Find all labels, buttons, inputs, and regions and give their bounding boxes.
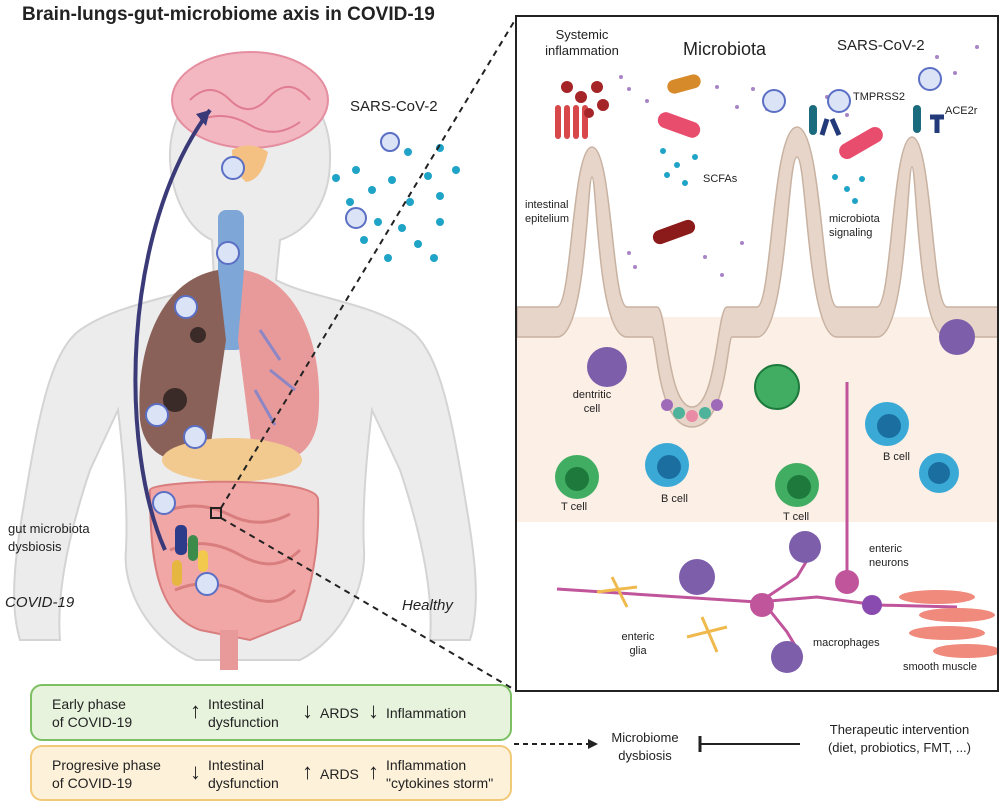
virus-particles-panel [762, 67, 942, 113]
therapeutic-intervention-line1: Therapeutic intervention [829, 722, 970, 737]
progressive-phase-title-line2: of COVID-19 [52, 775, 133, 791]
progressive-inflammation-arrow: ↑ [368, 759, 379, 784]
intestinal-epitelium-label-line1: intestinal [525, 199, 569, 211]
body-illustration [13, 51, 477, 670]
early-phase-title-line2: of COVID-19 [52, 714, 133, 730]
droplets [332, 144, 460, 262]
gut-dysbiosis-label-line2: dysbiosis [8, 539, 62, 554]
early-intestinal-line2: dysfunction [208, 714, 279, 730]
lung-healthy [238, 270, 320, 460]
enteric-neurons-label-line2: neurons [869, 557, 909, 569]
systemic-inflammation-label-line1: Systemic [555, 27, 609, 42]
microbiome-dysbiosis-line2: dysbiosis [618, 748, 672, 763]
microbiota-signaling-label-line2: signaling [829, 227, 873, 239]
progressive-inflammation-line2: "cytokines storm" [386, 775, 494, 791]
figure-title: Brain-lungs-gut-microbiome axis in COVID… [22, 4, 435, 25]
microbiome-dysbiosis-line1: Microbiome [611, 730, 679, 745]
zoom-panel: Systemic inflammation Microbiota SARS-Co… [515, 15, 999, 692]
smooth-muscle-label: smooth muscle [903, 661, 977, 673]
early-intestinal-arrow: ↑ [190, 698, 201, 723]
enteric-neurons-label-line1: enteric [869, 543, 903, 555]
therapeutic-intervention-line2: (diet, probiotics, FMT, ...) [827, 740, 972, 755]
microbiota-label: Microbiota [683, 39, 767, 59]
early-inflammation-label: Inflammation [386, 705, 467, 721]
progressive-phase-title-line1: Progresive phase [52, 757, 161, 773]
enteric-glia-label-line1: enteric [621, 631, 655, 643]
progressive-ards-label: ARDS [320, 766, 359, 782]
progressive-intestinal-arrow: ↓ [190, 759, 201, 784]
t-cell-label-2: T cell [783, 511, 810, 523]
gut-brain-arrow [133, 108, 212, 551]
microbiota-signaling-label-line1: microbiota [829, 213, 880, 225]
progressive-inflammation-line1: Inflammation [386, 757, 467, 773]
virus-particles-body [145, 156, 245, 596]
dendritic-cell-label-line2: cell [583, 403, 601, 415]
covid-side-label: COVID-19 [5, 594, 75, 611]
b-cell-label-2: B cell [883, 451, 910, 463]
progressive-intestinal-line1: Intestinal [208, 757, 265, 773]
dysbiosis-bacteria [172, 525, 208, 586]
early-phase-title-line1: Early phase [52, 696, 126, 712]
progressive-intestinal-line2: dysfunction [208, 775, 279, 791]
zoom-region [210, 507, 222, 519]
scfas-label: SCFAs [703, 173, 738, 185]
panel-sars-cov-2-label: SARS-CoV-2 [837, 37, 925, 54]
ace2r-label: ACE2r [945, 105, 978, 117]
t-cell-label-1: T cell [561, 501, 588, 513]
early-intestinal-line1: Intestinal [208, 696, 265, 712]
gut-dysbiosis-label-line1: gut microbiota [8, 521, 90, 536]
early-ards-arrow: ↓ [302, 698, 313, 723]
sars-cov-2-label: SARS-CoV-2 [350, 98, 438, 115]
systemic-inflammation-label-line2: inflammation [545, 43, 619, 58]
early-phase-box: Early phase of COVID-19 ↑ Intestinal dys… [30, 684, 512, 741]
dendritic-cell-label-line1: dentritic [572, 389, 612, 401]
tmprss2-label: TMPRSS2 [853, 91, 905, 103]
progressive-phase-box: Progresive phase of COVID-19 ↓ Intestina… [30, 745, 512, 801]
intestinal-epitelium-label-line2: epitelium [525, 213, 570, 225]
early-ards-label: ARDS [320, 705, 359, 721]
enteric-glia-label-line2: glia [629, 645, 647, 657]
early-inflammation-arrow: ↓ [368, 698, 379, 723]
progressive-ards-arrow: ↑ [302, 759, 313, 784]
gut-wall-illustration [517, 45, 997, 673]
b-cell-label-1: B cell [661, 493, 688, 505]
healthy-side-label: Healthy [402, 597, 453, 614]
enteric-neuron-network [556, 382, 958, 658]
macrophages-label: macrophages [813, 637, 880, 649]
